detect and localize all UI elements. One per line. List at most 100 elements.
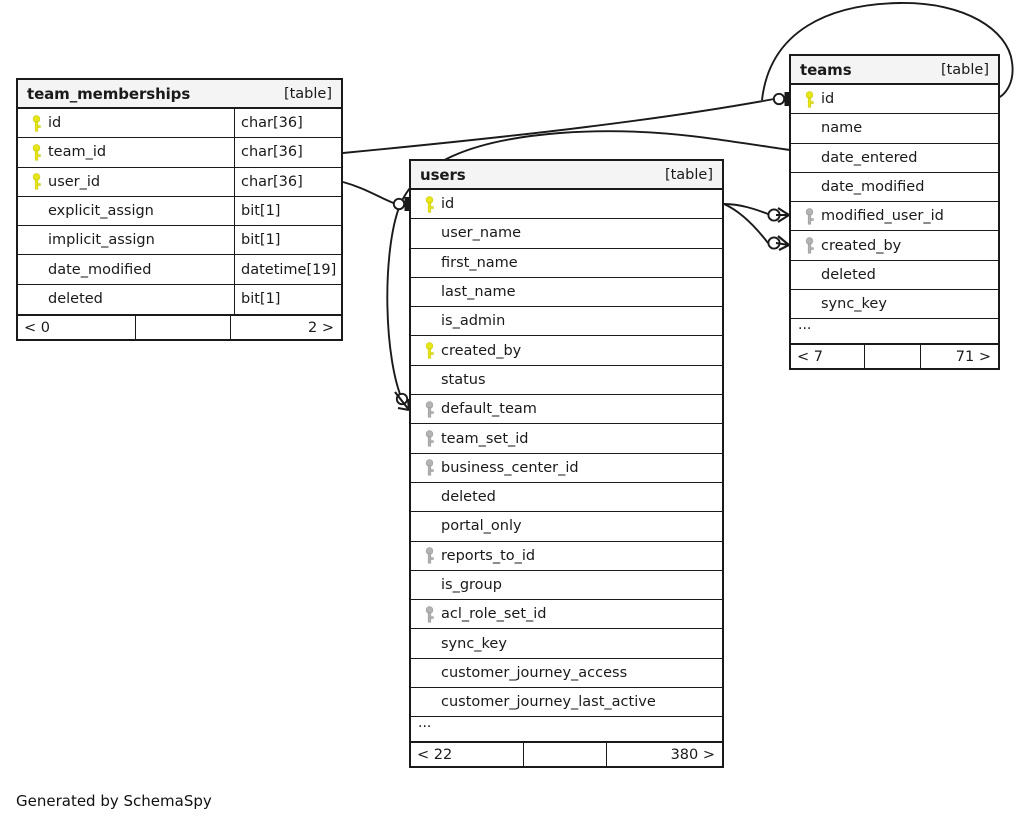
column-name: explicit_assign <box>48 203 154 220</box>
table-row[interactable]: user_name <box>411 219 722 249</box>
table-row[interactable]: business_center_id <box>411 454 722 483</box>
column-name: name <box>821 120 863 137</box>
column-name: sync_key <box>441 635 507 652</box>
child-relation-count[interactable]: 2 > <box>308 319 334 336</box>
column-cell: created_by <box>791 231 998 259</box>
marker-users-id-left <box>392 197 409 211</box>
table-row[interactable]: acl_role_set_id <box>411 600 722 630</box>
column-cell: id <box>411 190 722 218</box>
column-name: is_group <box>441 577 502 593</box>
column-cell: user_id <box>18 168 234 196</box>
table-row[interactable]: deleted <box>791 261 998 291</box>
column-type: bit[1] <box>234 284 341 315</box>
table-row[interactable]: is_admin <box>411 307 722 337</box>
table-row[interactable]: reports_to_id <box>411 542 722 571</box>
column-name: deleted <box>48 291 103 308</box>
table-row[interactable]: id <box>791 85 998 115</box>
footer-spacer <box>864 345 921 369</box>
table-row[interactable]: customer_journey_last_active <box>411 688 722 718</box>
table-columns-teams: id name date_entered date_modified <box>791 85 998 343</box>
table-row[interactable]: name <box>791 114 998 144</box>
table-row[interactable]: is_group <box>411 571 722 601</box>
table-row[interactable]: created_by <box>791 231 998 261</box>
column-name: last_name <box>441 284 516 301</box>
no-key-spacer <box>799 266 819 284</box>
column-cell: explicit_assign <box>18 197 234 225</box>
table-row[interactable]: team_id char[36] <box>18 138 341 168</box>
column-cell: is_admin <box>411 307 722 335</box>
column-name: implicit_assign <box>48 232 155 249</box>
column-name: status <box>441 371 486 388</box>
column-name: deleted <box>821 266 876 283</box>
table-row[interactable]: team_set_id <box>411 424 722 454</box>
table-kind-label: [table] <box>283 85 332 102</box>
table-header-users[interactable]: users [table] <box>411 161 722 190</box>
table-row[interactable]: id char[36] <box>18 109 341 139</box>
column-name: sync_key <box>821 296 887 313</box>
table-title: team_memberships <box>27 84 191 103</box>
table-row[interactable]: created_by <box>411 336 722 366</box>
table-row[interactable]: explicit_assign bit[1] <box>18 196 341 227</box>
yellow-key-icon <box>419 342 439 360</box>
parent-relation-count[interactable]: < 22 <box>417 746 453 763</box>
table-kind-label: [table] <box>664 166 713 183</box>
child-relation-count[interactable]: 71 > <box>955 348 991 365</box>
column-cell: first_name <box>411 249 722 277</box>
column-cell: date_modified <box>791 173 998 201</box>
table-row[interactable]: first_name <box>411 249 722 278</box>
table-row[interactable]: last_name <box>411 278 722 308</box>
table-users[interactable]: users [table] id user_name <box>409 159 724 769</box>
column-cell: user_name <box>411 219 722 247</box>
column-name: first_name <box>441 254 518 271</box>
edge-team_memberships-team_id-to-teams-id <box>342 98 775 154</box>
column-cell: sync_key <box>791 290 998 318</box>
table-row[interactable]: portal_only <box>411 512 722 542</box>
table-header-team_memberships[interactable]: team_memberships [table] <box>18 80 341 109</box>
table-row[interactable]: modified_user_id <box>791 202 998 232</box>
table-row[interactable]: id <box>411 190 722 220</box>
more-columns-indicator: ... <box>791 319 998 343</box>
more-columns-indicator: ... <box>411 717 722 741</box>
table-team_memberships[interactable]: team_memberships [table] id char[36] <box>16 78 343 342</box>
column-name: is_admin <box>441 313 506 330</box>
child-relation-count[interactable]: 380 > <box>670 746 715 763</box>
marker-teams-modified_user_id-crowsfoot <box>767 207 790 223</box>
column-cell: name <box>791 114 998 142</box>
table-row[interactable]: status <box>411 366 722 396</box>
table-row[interactable]: customer_journey_access <box>411 659 722 689</box>
table-kind-label: [table] <box>940 61 989 78</box>
parent-relation-count[interactable]: < 0 <box>24 319 50 336</box>
table-row[interactable]: date_modified datetime[19] <box>18 255 341 285</box>
column-cell: portal_only <box>411 512 722 540</box>
table-row[interactable]: sync_key <box>411 629 722 659</box>
column-cell: deleted <box>18 285 234 314</box>
no-key-spacer <box>26 231 46 249</box>
column-cell: id <box>18 109 234 137</box>
table-row[interactable]: implicit_assign bit[1] <box>18 226 341 256</box>
column-name: team_set_id <box>441 430 529 447</box>
table-row[interactable]: date_modified <box>791 173 998 203</box>
table-row[interactable]: user_id char[36] <box>18 167 341 197</box>
table-row[interactable]: default_team <box>411 395 722 425</box>
table-header-teams[interactable]: teams [table] <box>791 56 998 85</box>
column-name: id <box>441 196 455 213</box>
yellow-key-icon <box>419 195 439 213</box>
table-teams[interactable]: teams [table] id name <box>789 54 1000 371</box>
column-cell: date_entered <box>791 144 998 172</box>
table-row[interactable]: deleted <box>411 483 722 513</box>
parent-relation-count[interactable]: < 7 <box>797 348 823 365</box>
table-row[interactable]: date_entered <box>791 144 998 173</box>
column-type: char[36] <box>234 167 341 196</box>
no-key-spacer <box>419 517 439 535</box>
table-footer-team_memberships: < 0 2 > <box>18 314 341 340</box>
column-cell: status <box>411 366 722 394</box>
column-name: acl_role_set_id <box>441 606 547 623</box>
gray-key-icon <box>419 547 439 565</box>
yellow-key-icon <box>26 143 46 161</box>
column-name: default_team <box>441 401 537 418</box>
yellow-key-icon <box>26 173 46 191</box>
table-title: users <box>420 165 466 184</box>
table-row[interactable]: sync_key <box>791 290 998 320</box>
table-row[interactable]: deleted bit[1] <box>18 284 341 315</box>
